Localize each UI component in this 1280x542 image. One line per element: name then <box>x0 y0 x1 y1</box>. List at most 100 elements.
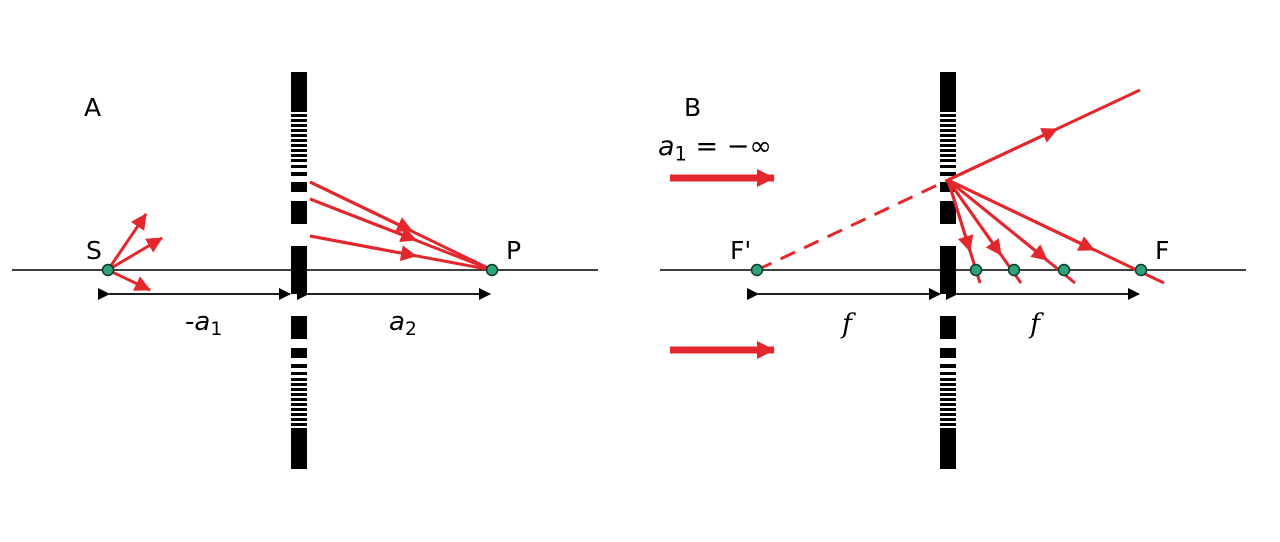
focal-label-right: F <box>1155 236 1170 265</box>
zone-plate-a-gap <box>291 396 307 398</box>
zone-plate-a-body <box>291 72 307 469</box>
focal-point-order-3 <box>969 263 983 277</box>
zone-plate-a-gap <box>291 192 307 201</box>
equation-label: a1 = −∞ <box>658 133 772 164</box>
image-label: P <box>506 236 522 265</box>
panel-b-label: B <box>684 93 702 122</box>
distance-label-a2: a2 <box>389 309 417 340</box>
panel-a-graphics <box>12 72 598 469</box>
zone-plate-a-gap <box>291 358 307 364</box>
source-ray <box>106 213 148 271</box>
zone-plate-b-gap <box>940 127 956 129</box>
zone-plate-b-gap <box>940 132 956 134</box>
zone-plate-a-gap <box>291 294 307 316</box>
zone-plate-a-gap <box>291 117 307 119</box>
panel-a-label: A <box>84 93 102 122</box>
focusing-rays-a <box>309 180 493 272</box>
zone-plate-a-gap <box>291 381 307 383</box>
zone-plate-b-gap <box>940 406 956 408</box>
zone-plate-a-gap <box>291 386 307 388</box>
source-ray <box>107 236 163 272</box>
zone-plate-a-gap <box>291 421 307 423</box>
zone-plate-b-gap <box>940 411 956 413</box>
diverging-ray-arrow <box>947 127 1058 182</box>
zone-plate-a-gap <box>291 112 307 114</box>
focusing-rays-b <box>946 178 1165 285</box>
zone-plate-b-gap <box>940 147 956 149</box>
zone-plate-a-gap <box>291 368 307 372</box>
zone-plate-a-gap <box>291 411 307 413</box>
zone-plate-a-gap <box>291 339 307 348</box>
focal-point-order-2 <box>1007 263 1021 277</box>
equation-subscript: 1 <box>674 142 687 166</box>
zone-plate-b-body <box>940 72 956 469</box>
focal-point-order-1b <box>1057 263 1071 277</box>
zone-plate-b-gap <box>940 421 956 423</box>
zone-plate-a-gap <box>291 375 307 378</box>
distance-label-a1: -a1 <box>185 309 222 340</box>
zone-plate-a-gap <box>291 224 307 246</box>
virtual-ray-dashed <box>756 178 949 272</box>
zone-plate-b-gap <box>940 117 956 119</box>
image-point <box>485 263 499 277</box>
zone-plate-b-gap <box>940 224 956 246</box>
zone-plate-a-gap <box>291 416 307 418</box>
focal-point-virtual <box>750 263 764 277</box>
zone-plate-a-gap <box>291 127 307 129</box>
focusing-ray <box>947 178 1095 252</box>
distance-label-f-left: f <box>842 309 852 340</box>
zone-plate-a <box>291 72 307 469</box>
distance-label-a1-subscript: 1 <box>210 319 223 341</box>
focusing-ray <box>947 178 1048 262</box>
zone-plate-b-gap <box>940 339 956 348</box>
distance-label-a1-symbol: a <box>194 307 211 337</box>
focusing-ray <box>309 197 417 243</box>
zone-plate-b-gap <box>940 401 956 403</box>
equation-rest: = −∞ <box>686 131 772 162</box>
zone-plate-b-gap <box>940 416 956 418</box>
focal-label-left: F' <box>730 236 752 265</box>
zone-plate-b-gap <box>940 122 956 124</box>
equation-symbol: a <box>658 131 675 162</box>
zone-plate-b-gap <box>940 168 956 172</box>
focusing-ray <box>309 180 413 233</box>
zone-plate-a-gap <box>291 401 307 403</box>
zone-plate-a-gap <box>291 147 307 149</box>
zone-plate-b-gap <box>940 396 956 398</box>
zone-plate-b-gap <box>940 381 956 383</box>
focusing-ray <box>946 179 1003 256</box>
zone-plate-b-gap <box>940 162 956 165</box>
distance-label-a2-symbol: a <box>389 307 405 337</box>
zone-plate-b-gap <box>940 142 956 144</box>
source-ray <box>107 268 151 292</box>
zone-plate-b-gap <box>940 358 956 364</box>
zone-plate-a-gap <box>291 137 307 139</box>
focusing-ray <box>946 179 974 252</box>
source-rays-a <box>106 213 163 292</box>
panel-b-graphics <box>660 72 1246 469</box>
distance-label-a2-subscript: 2 <box>404 319 417 341</box>
zone-plate-b-gap <box>940 368 956 372</box>
zone-plate-b-gap <box>940 375 956 378</box>
focusing-ray <box>309 234 417 262</box>
source-label: S <box>86 236 102 265</box>
zone-plate-a-gap <box>291 406 307 408</box>
zone-plate-b <box>940 72 956 469</box>
zone-plate-a-gap <box>291 122 307 124</box>
zone-plate-b-gap <box>940 294 956 316</box>
distance-label-f-right: f <box>1030 309 1040 340</box>
zone-plate-b-gap <box>940 137 956 139</box>
focal-point-primary <box>1134 263 1148 277</box>
zone-plate-a-gap <box>291 132 307 134</box>
zone-plate-b-gap <box>940 426 956 428</box>
zone-plate-b-gap <box>940 192 956 201</box>
zone-plate-b-gap <box>940 391 956 393</box>
zone-plate-a-gap <box>291 168 307 172</box>
zone-plate-a-gap <box>291 176 307 182</box>
zone-plate-a-gap <box>291 162 307 165</box>
source-point <box>101 263 115 277</box>
zone-plate-a-gap <box>291 426 307 428</box>
zone-plate-a-gap <box>291 157 307 159</box>
